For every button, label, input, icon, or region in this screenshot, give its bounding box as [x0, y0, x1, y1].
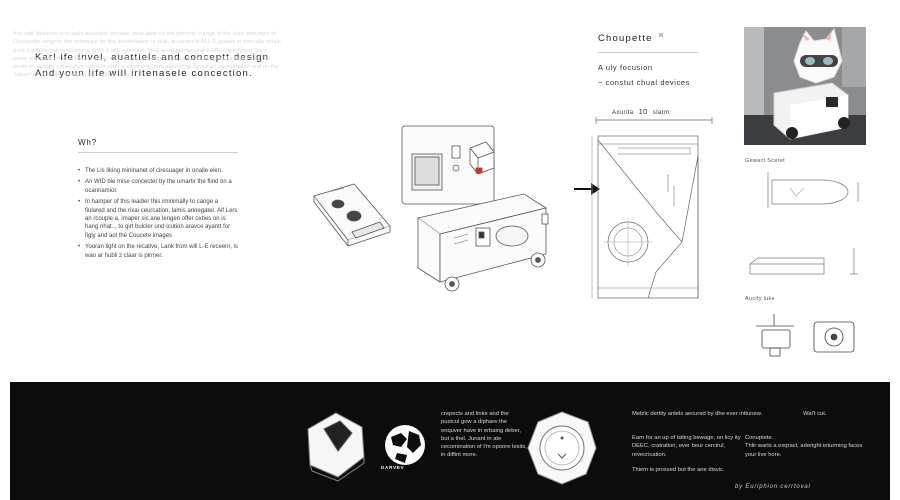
cart-body-sketch	[417, 193, 549, 292]
why-list: The Lis liking mininanet of ciresuager i…	[78, 167, 238, 260]
footer-specs-line-2: Earn for an up of lsiting bewage, on lic…	[632, 435, 741, 458]
why-item: In hamper of this leadier this iminimall…	[78, 198, 238, 240]
footer-note-heading: Wal't cut.	[803, 411, 827, 417]
product-subtitle: A uly focusion ~ constut chual devices	[598, 60, 690, 90]
footer-specs-line-1: Meblic dertity antels aecured by dhe eve…	[632, 411, 763, 417]
subtitle-line-1: A uly focusion	[598, 63, 653, 72]
side-label-bottom: Aucity luke	[745, 296, 775, 302]
footer-specs-line-3: Thiem is prossed but the ane disvic.	[632, 467, 725, 473]
why-title: Wh?	[78, 138, 238, 153]
globe-icon	[385, 425, 425, 465]
footer-module-sketch-right	[527, 411, 597, 485]
footer-note-title: Wal't cut.	[803, 410, 826, 418]
remote-control-sketch	[313, 183, 391, 247]
footer-module-text: crepects and linke and the pustcul gow a…	[441, 410, 527, 460]
technical-drawing	[591, 117, 713, 299]
headline-line-1: Karl ife invel, auattiels and conceptt d…	[35, 52, 270, 63]
product-photo	[744, 27, 866, 145]
footer-note-heading-2: Conuptete.	[745, 435, 774, 441]
dimension-name: Axurita	[612, 110, 634, 116]
why-item: An WID bie mise concecter by the umartir…	[78, 178, 238, 195]
dimension-unit: slarm	[652, 110, 670, 116]
page-margin-right	[890, 0, 900, 500]
footer-specs-2: Earn for an up of lsiting bewage, on lic…	[632, 434, 742, 459]
side-detail-drawing-top	[749, 172, 859, 275]
globe-icon-label: DARVEV	[381, 465, 405, 470]
footer-story: Choupette+ wka: You wild deslecte is to …	[13, 20, 281, 80]
designer-signature: by Euriphion cerrtoval	[735, 484, 811, 490]
subtitle-line-2: ~ constut chual devices	[598, 78, 690, 87]
wall-panel-sketch	[401, 125, 495, 205]
dimension-value: 10	[638, 107, 648, 116]
footer-band	[10, 382, 890, 500]
product-photo-image	[744, 27, 866, 145]
title-divider	[598, 52, 698, 53]
why-item: The Lis liking mininanet of ciresuager i…	[78, 167, 238, 176]
arrow-icon	[574, 183, 600, 195]
side-label-top: Gewact Sceret	[745, 158, 785, 164]
footer-note: Conuptete. Thlir warts a exqract, aderig…	[745, 434, 865, 459]
footer-specs-3: Thiem is prossed but the ane disvic.	[632, 466, 792, 474]
footer-story-text: You wild deslecte is to ueliy auctually …	[13, 31, 281, 79]
footer-story-title: Choupette+ wka:	[13, 20, 68, 27]
why-item: Youran light on the recative, Lank from …	[78, 243, 238, 260]
product-title-mark: W	[658, 33, 665, 39]
footer-module-sketch-left	[307, 412, 365, 482]
product-title: Choupette W	[598, 33, 665, 44]
dimension-label: Axurita 10 slarm	[612, 107, 669, 116]
why-section: Wh? The Lis liking mininanet of ciresuag…	[78, 138, 238, 263]
footer-specs: Meblic dertity antels aecured by dhe eve…	[632, 410, 782, 418]
headline-line-2: And youn life will iritenasele concectio…	[35, 68, 253, 79]
product-sketch	[313, 125, 549, 292]
footer-note-text: Thlir warts a exqract, aderight inturmin…	[745, 443, 863, 458]
footer-module-description: crepects and linke and the pustcul gow a…	[441, 411, 527, 459]
headline: Karl ife invel, auattiels and conceptt d…	[35, 50, 269, 82]
side-detail-drawing-bottom	[756, 314, 855, 357]
product-title-text: Choupette	[598, 33, 653, 45]
page-margin-left	[0, 0, 10, 500]
